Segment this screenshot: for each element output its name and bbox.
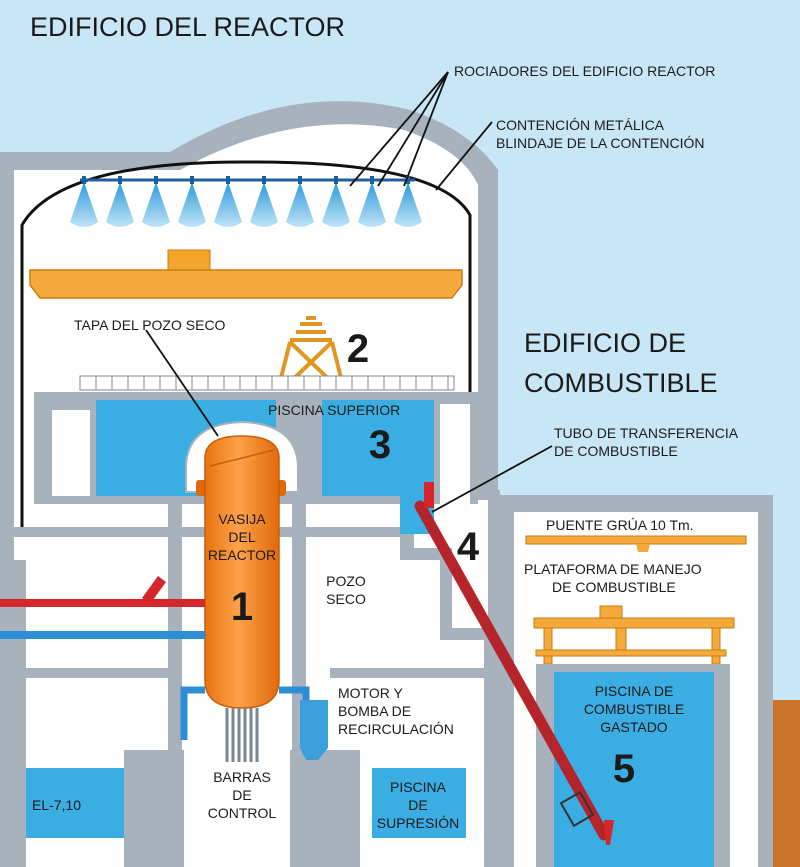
sprinkler-nozzle	[118, 176, 122, 184]
sprinkler-spray-cone	[214, 182, 242, 227]
spent-pool-label-line3: GASTADO	[600, 719, 668, 735]
suppression-pool-right-water	[372, 768, 466, 838]
sprinkler-spray-cone	[358, 182, 386, 227]
number-2: 2	[347, 327, 369, 371]
sprinklers-label: ROCIADORES DEL EDIFICIO REACTOR	[454, 63, 715, 79]
lower-left-slab	[0, 668, 172, 678]
vessel-head-seam	[209, 449, 275, 467]
rods-label-line3: CONTROL	[208, 805, 277, 821]
metallic-containment-line	[20, 160, 472, 530]
rods-label-line2: DE	[232, 787, 251, 803]
spent-fuel-pool-water	[554, 672, 714, 867]
sprinkler-nozzle	[298, 176, 302, 184]
reactor-vessel	[204, 435, 280, 709]
hot-pipe-branch	[142, 576, 166, 604]
number-1: 1	[231, 585, 253, 629]
drywell-left-wall	[168, 500, 182, 780]
sprinkler-nozzle	[406, 176, 410, 184]
transfer-tube-label-line1: TUBO DE TRANSFERENCIA	[554, 425, 739, 441]
lower-right-slab	[330, 668, 500, 678]
reactor-building-title: EDIFICIO DEL REACTOR	[30, 12, 345, 42]
sprinkler-spray-cone	[178, 182, 206, 227]
sprinkler-nozzle	[226, 176, 230, 184]
sprinkler-nozzle	[370, 176, 374, 184]
sprinkler-nozzle	[154, 176, 158, 184]
drywell-head-label: TAPA DEL POZO SECO	[74, 317, 226, 333]
refuelling-machine	[276, 316, 346, 391]
sprinkler-sprays	[70, 176, 422, 227]
motor-label-line2: BOMBA DE	[338, 703, 411, 719]
sprinkler-spray-cone	[394, 182, 422, 227]
fuel-handling-platform	[533, 605, 735, 665]
sprinkler-spray-cone	[322, 182, 350, 227]
recirc-loop-right	[279, 686, 310, 702]
fuel-crane-bridge-hook	[636, 544, 650, 552]
operating-floor-rail	[79, 375, 455, 391]
suppression-label-line1: PISCINA	[390, 779, 447, 795]
transfer-tube-label-line2: DE COMBUSTIBLE	[554, 443, 678, 459]
reactor-crane-girder	[29, 269, 463, 299]
hot-pipe	[0, 599, 205, 607]
basemat-left	[124, 750, 184, 867]
vessel-label-line2: DEL	[228, 529, 255, 545]
platform-label-line2: DE COMBUSTIBLE	[552, 579, 676, 595]
sprinkler-nozzle	[190, 176, 194, 184]
operating-floor-rail-frame	[79, 375, 455, 391]
spent-pool-label-line1: PISCINA DE	[595, 683, 674, 699]
spent-pool-label-line2: COMBUSTIBLE	[584, 701, 684, 717]
sprinkler-nozzle	[334, 176, 338, 184]
fuel-building-title-line2: COMBUSTIBLE	[524, 368, 718, 398]
rods-label-line1: BARRAS	[213, 769, 271, 785]
drywell-label-line2: SECO	[326, 591, 366, 607]
vessel-label-line3: REACTOR	[208, 547, 276, 563]
containment-label-line2: BLINDAJE DE LA CONTENCIÓN	[496, 135, 705, 151]
ground-strip	[772, 700, 800, 867]
motor-label-line3: RECIRCULACIÓN	[338, 721, 454, 737]
leader-lines	[145, 71, 553, 513]
sprinkler-nozzle	[82, 176, 86, 184]
sprinkler-spray-cone	[106, 182, 134, 227]
motor-label-line1: MOTOR Y	[338, 685, 403, 701]
number-4: 4	[457, 525, 480, 569]
transfer-tube-upper-flag	[424, 482, 434, 508]
sprinkler-spray-cone	[142, 182, 170, 227]
suppression-label-line3: SUPRESIÓN	[377, 815, 459, 831]
crane-bridge-label: PUENTE GRÚA 10 Tm.	[546, 517, 694, 533]
sprinkler-spray-cone	[70, 182, 98, 227]
number-3: 3	[369, 423, 391, 467]
suppression-label-line2: DE	[408, 797, 427, 813]
vessel-label-line1: VASIJA	[218, 511, 266, 527]
pool-left-gap	[52, 410, 90, 496]
number-5: 5	[613, 747, 635, 791]
fuel-building-title-line1: EDIFICIO DE	[524, 328, 686, 358]
suppression-pool-left-water	[26, 768, 124, 838]
sprinkler-spray-cone	[250, 182, 278, 227]
platform-label-line1: PLATAFORMA DE MANEJO	[524, 561, 702, 577]
sprinkler-nozzle	[262, 176, 266, 184]
transfer-tube-lower-flag	[604, 820, 614, 845]
drywell-label-line1: POZO	[326, 573, 366, 589]
control-rods	[225, 708, 259, 762]
fuel-crane-bridge	[525, 535, 747, 545]
recirc-loop-left	[180, 686, 205, 740]
containment-label-line1: CONTENCIÓN METÁLICA	[496, 117, 665, 133]
cold-pipe	[0, 631, 205, 639]
fuel-transfer-tube	[414, 500, 610, 841]
reactor-crane-trolley	[167, 249, 211, 271]
transfer-tube-carriage	[559, 790, 595, 828]
basemat-right	[290, 750, 360, 867]
elevation-label: EL-7,10	[32, 797, 81, 813]
upper-pool-right-water	[322, 400, 434, 496]
recirculation-pump	[300, 700, 328, 760]
upper-pool-label: PISCINA SUPERIOR	[268, 402, 400, 418]
sprinkler-spray-cone	[286, 182, 314, 227]
